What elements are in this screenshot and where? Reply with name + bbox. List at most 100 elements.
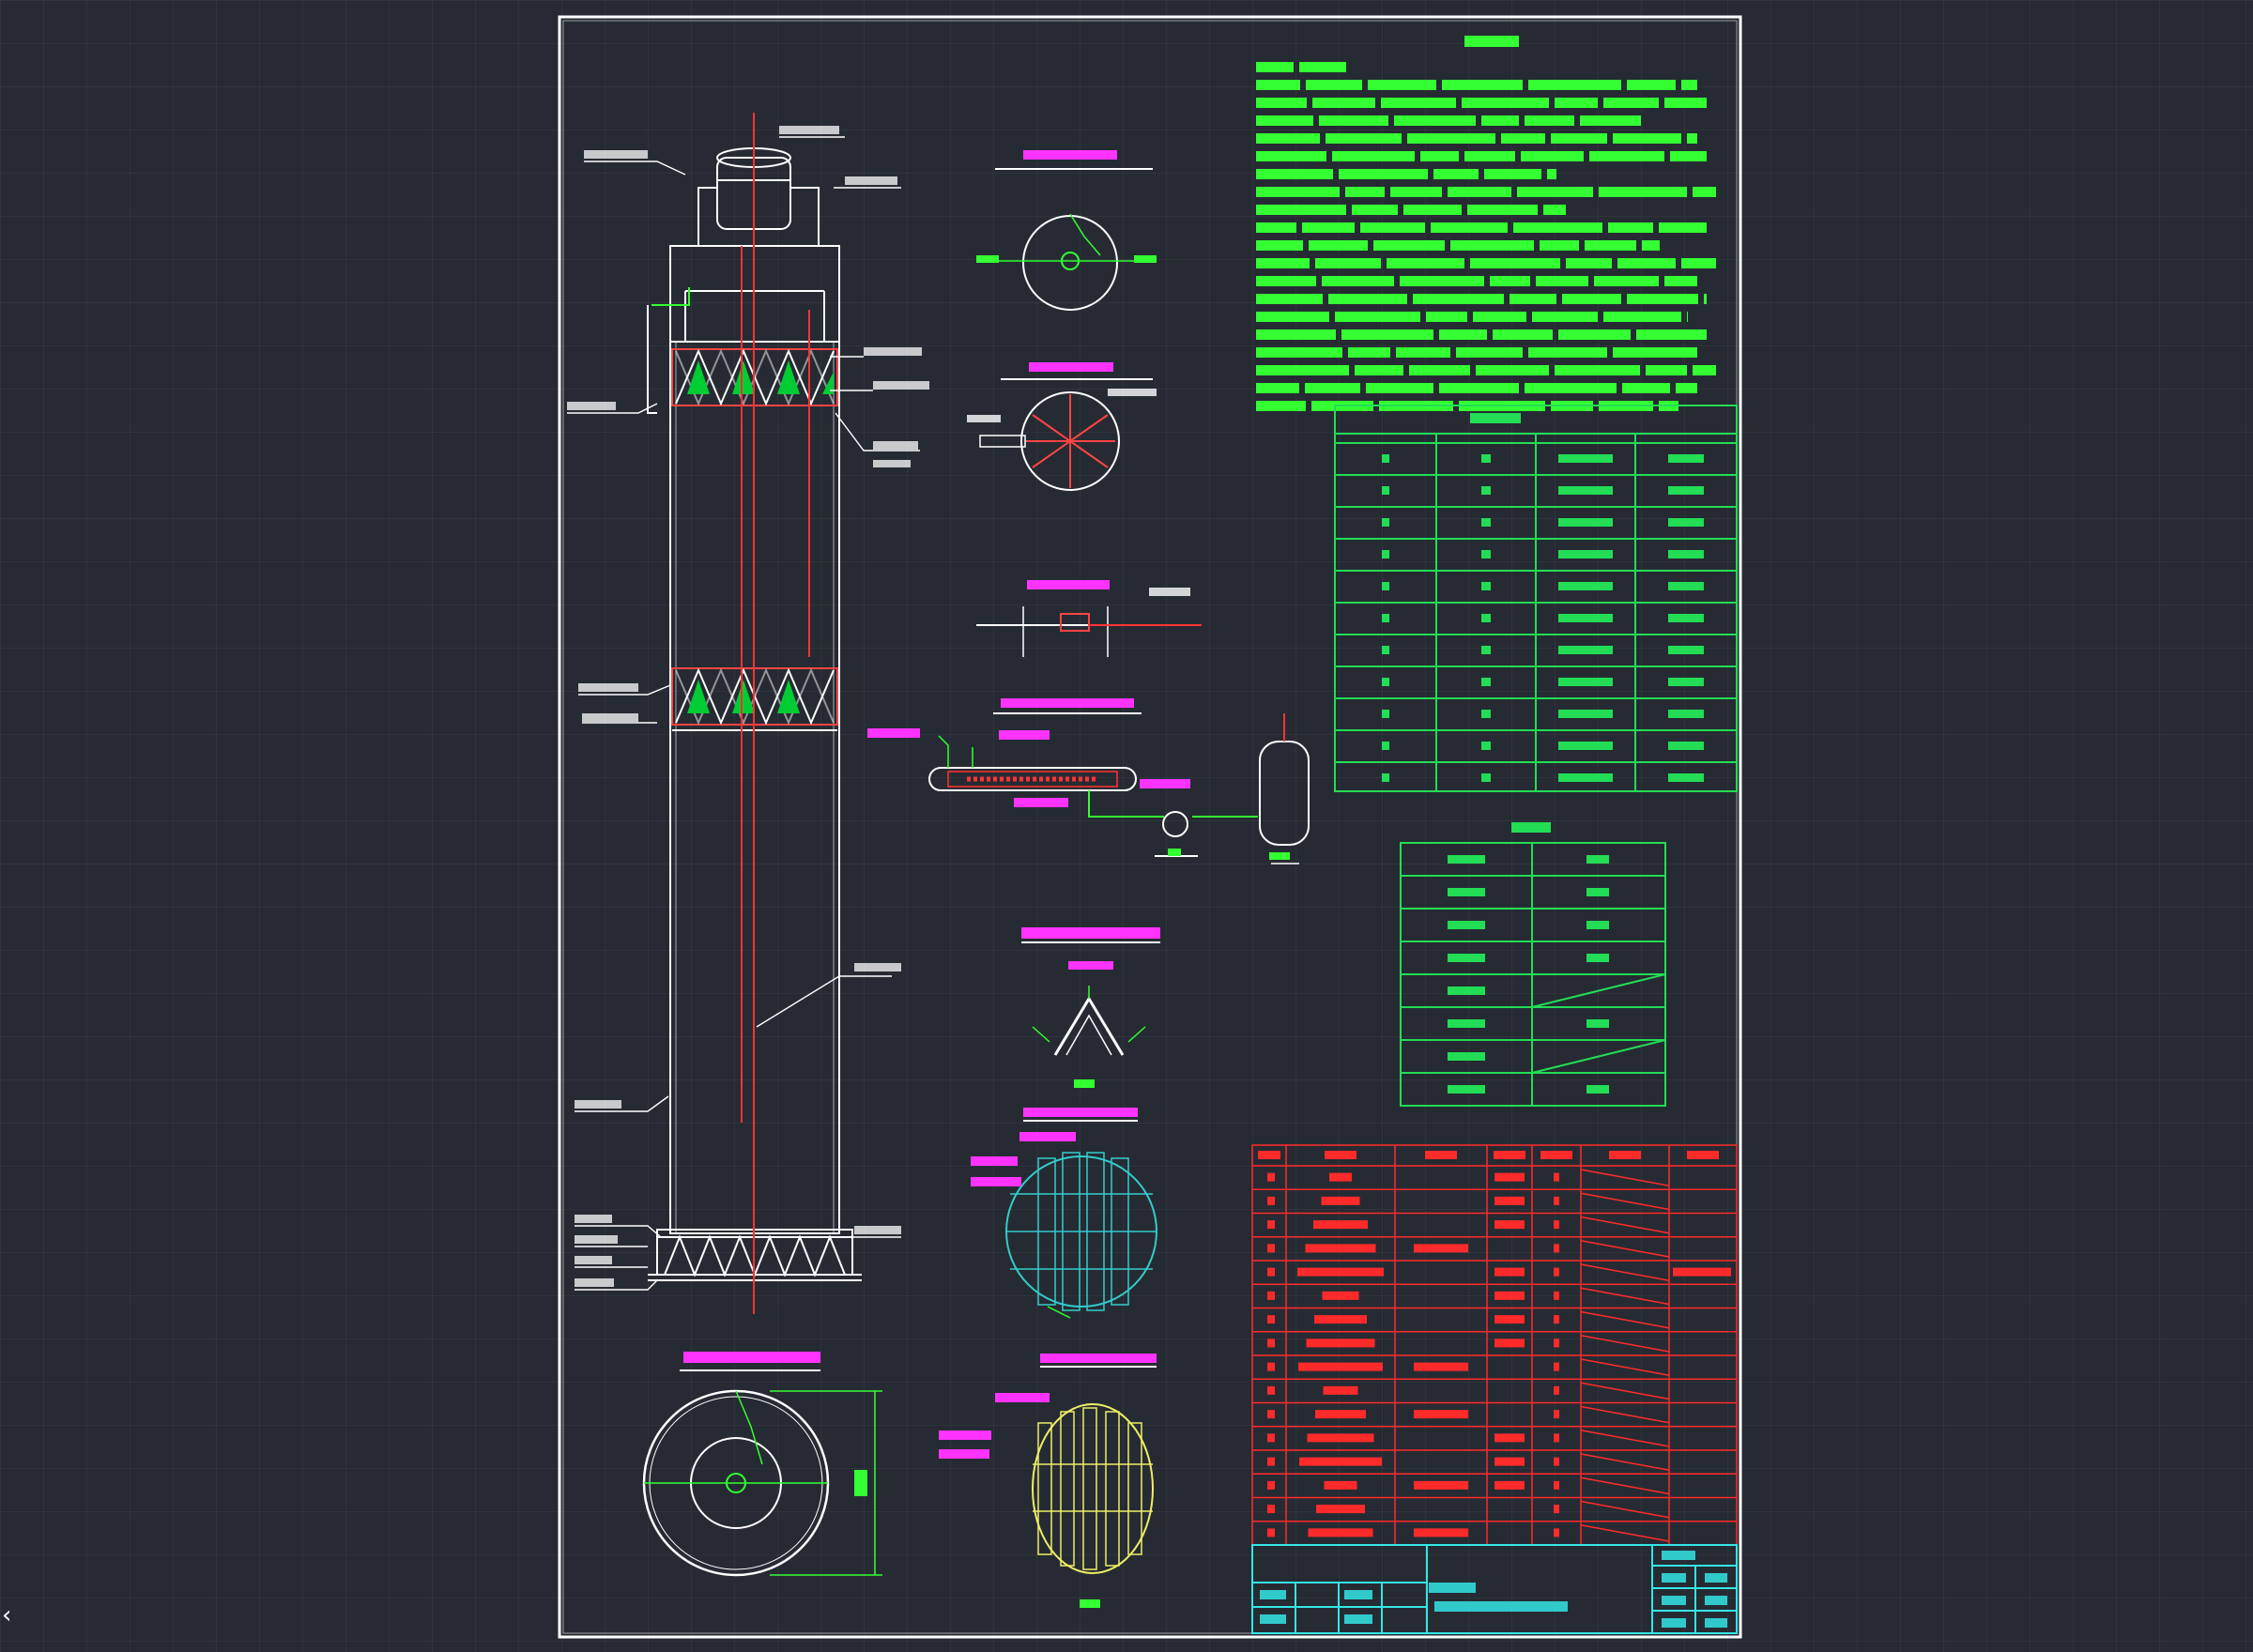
note-text-line xyxy=(1256,294,1323,304)
table-cell-text xyxy=(1313,1220,1368,1230)
note-text-line xyxy=(1540,240,1579,251)
note-text-line xyxy=(1555,98,1598,108)
note-text-line xyxy=(1532,312,1598,322)
table-cell-text xyxy=(1481,773,1491,782)
note-text-line xyxy=(1348,347,1390,358)
note-text-line xyxy=(1413,294,1504,304)
note-text-line xyxy=(1664,276,1697,286)
table-cell-text xyxy=(1316,1505,1365,1514)
note-text-line xyxy=(1326,133,1402,144)
table-cell-text xyxy=(1448,921,1485,929)
table-cell-text xyxy=(1382,486,1389,495)
note-text-line xyxy=(1659,222,1707,233)
table-cell-text xyxy=(1305,1244,1376,1253)
table-cell-text xyxy=(1668,582,1704,590)
table-cell-text xyxy=(1382,550,1389,558)
note-text-line xyxy=(1256,312,1329,322)
note-text-line xyxy=(1566,258,1612,268)
table-cell-text xyxy=(1481,518,1491,527)
note-text-line xyxy=(1613,347,1697,358)
note-text-line xyxy=(1676,383,1697,393)
note-text-line xyxy=(1409,365,1470,375)
table-cell-text xyxy=(1306,1338,1375,1348)
table-cell-text xyxy=(1668,773,1704,782)
table-cell-text xyxy=(1668,710,1704,718)
table-cell-text xyxy=(1481,710,1491,718)
note-text-line xyxy=(1558,329,1631,340)
table-cell-text xyxy=(1382,678,1389,686)
note-text-line xyxy=(1704,294,1707,304)
note-text-line xyxy=(1608,222,1653,233)
table-cell-text xyxy=(1558,614,1613,622)
note-text-line xyxy=(1646,365,1687,375)
note-text-line xyxy=(1256,80,1300,90)
table-cell-text xyxy=(1448,1019,1485,1028)
note-text-line xyxy=(1681,80,1697,90)
note-text-line xyxy=(1642,240,1660,251)
note-text-line xyxy=(1256,383,1299,393)
note-text-line xyxy=(1407,133,1495,144)
note-text-line xyxy=(1585,240,1636,251)
tower-plan-view xyxy=(642,1352,882,1577)
note-text-line xyxy=(1467,205,1538,215)
note-text-line xyxy=(1256,401,1306,411)
table-cell-text xyxy=(1558,646,1613,654)
table-cell-text xyxy=(1668,550,1704,558)
table-cell-text xyxy=(1315,1410,1366,1419)
note-text-line xyxy=(1510,294,1556,304)
note-text-line xyxy=(1256,222,1296,233)
table-cell-text xyxy=(1481,742,1491,750)
table-cell-text xyxy=(1481,550,1491,558)
note-text-line xyxy=(1341,329,1433,340)
note-text-line xyxy=(1256,347,1342,358)
note-text-line xyxy=(1490,276,1530,286)
table-cell-text xyxy=(1322,1291,1359,1300)
note-text-line xyxy=(1256,187,1340,197)
note-text-line xyxy=(1464,151,1515,161)
note-text-line xyxy=(1373,240,1445,251)
note-text-line xyxy=(1470,258,1560,268)
note-text-line xyxy=(1420,151,1459,161)
table-cell-text xyxy=(1586,888,1609,896)
table-cell-text xyxy=(1481,646,1491,654)
technical-notes xyxy=(1256,36,1716,411)
equipment-table xyxy=(1334,405,1738,792)
table-cell-text xyxy=(1586,1019,1609,1028)
table-cell-text xyxy=(1308,1528,1373,1537)
note-text-line xyxy=(1603,98,1659,108)
note-text-line xyxy=(1426,312,1467,322)
note-text-line xyxy=(1687,133,1697,144)
note-text-line xyxy=(1256,115,1313,126)
table-cell-text xyxy=(1481,486,1491,495)
note-text-line xyxy=(1403,205,1462,215)
note-text-line xyxy=(1484,169,1541,179)
note-text-line xyxy=(1599,187,1687,197)
chevron-left-icon[interactable]: ‹ xyxy=(2,1601,12,1629)
note-text-line xyxy=(1256,151,1326,161)
note-text-line xyxy=(1613,133,1681,144)
note-text-line xyxy=(1381,98,1456,108)
note-text-line xyxy=(1390,187,1442,197)
note-text-line xyxy=(1528,347,1607,358)
table-cell-text xyxy=(1668,742,1704,750)
note-text-line xyxy=(1589,151,1664,161)
note-text-line xyxy=(1256,62,1294,72)
table-cell-text xyxy=(1558,454,1613,463)
table-cell-text xyxy=(1448,954,1485,962)
table-cell-text xyxy=(1668,614,1704,622)
table-cell-text xyxy=(1586,1085,1609,1094)
note-text-line xyxy=(1339,169,1428,179)
note-text-line xyxy=(1547,169,1556,179)
note-text-line xyxy=(1368,80,1436,90)
table-cell-text xyxy=(1321,1196,1360,1205)
tower-label-blocks xyxy=(567,126,929,1287)
detail-v-support xyxy=(1021,927,1160,1088)
note-text-line xyxy=(1400,276,1484,286)
table-cell-text xyxy=(1298,1362,1383,1371)
note-text-line xyxy=(1394,115,1476,126)
note-text-line xyxy=(1555,365,1640,375)
sheet-frame xyxy=(558,15,1742,1639)
note-text-line xyxy=(1315,258,1381,268)
table-cell-text xyxy=(1448,1085,1485,1094)
